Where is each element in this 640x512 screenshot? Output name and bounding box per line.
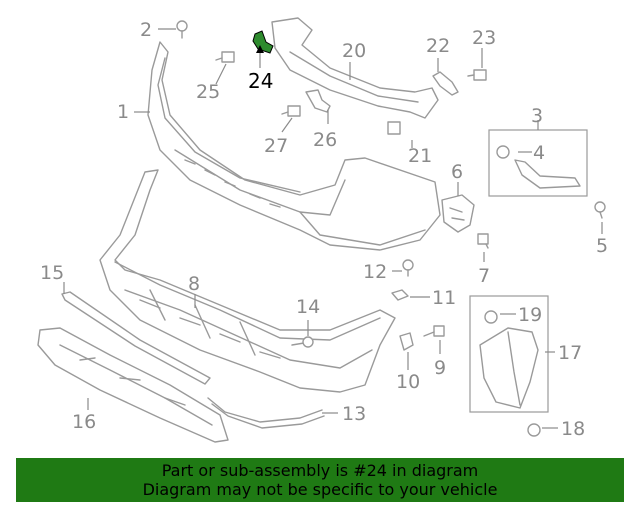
part-24-bracket-highlighted — [252, 30, 274, 54]
part-2-fastener — [176, 20, 188, 39]
callout-21: 21 — [408, 145, 432, 167]
callout-27: 27 — [264, 135, 288, 157]
part-11-clip — [391, 289, 409, 301]
part-23-bolt — [467, 69, 487, 81]
callout-1: 1 — [117, 101, 129, 123]
callout-20: 20 — [342, 40, 366, 62]
part-19-nut — [484, 310, 498, 324]
callout-24: 24 — [248, 69, 273, 93]
leader-lines — [63, 28, 603, 429]
callout-6: 6 — [451, 161, 463, 183]
part-14-push-pin — [291, 336, 314, 348]
callout-2: 2 — [140, 19, 152, 41]
callout-13: 13 — [342, 403, 366, 425]
part-7-bolt — [477, 233, 489, 249]
part-6-bracket — [441, 194, 475, 233]
fasteners — [176, 20, 606, 437]
callout-12: 12 — [363, 261, 387, 283]
callout-5: 5 — [596, 235, 608, 257]
part-10-clip — [399, 332, 414, 351]
callout-22: 22 — [426, 35, 450, 57]
callout-4: 4 — [533, 142, 545, 164]
callout-26: 26 — [313, 129, 337, 151]
banner-line-2: Diagram may not be specific to your vehi… — [142, 480, 498, 499]
part-9-bolt — [423, 325, 445, 337]
callout-23: 23 — [472, 27, 496, 49]
callout-labels: 1 2 3 4 5 6 7 8 9 10 11 12 13 14 15 16 1… — [40, 19, 608, 440]
callout-14: 14 — [296, 296, 320, 318]
callout-3: 3 — [531, 105, 543, 127]
part-12-fastener — [402, 259, 414, 277]
callout-25: 25 — [196, 81, 220, 103]
part-26-bracket — [305, 89, 331, 113]
callout-10: 10 — [396, 371, 420, 393]
banner-line-1: Part or sub-assembly is #24 in diagram — [161, 461, 479, 480]
callout-17: 17 — [558, 342, 582, 364]
part-16-skid-plate — [37, 327, 229, 443]
part-17-group-box — [469, 295, 549, 413]
callout-15: 15 — [40, 262, 64, 284]
part-22-bracket — [432, 71, 459, 96]
callout-16: 16 — [72, 411, 96, 433]
part-25-bolt — [215, 51, 235, 63]
part-8-lower-fascia — [99, 169, 396, 393]
part-21-nut — [387, 121, 401, 135]
part-27-bolt — [281, 105, 301, 117]
callout-9: 9 — [434, 357, 446, 379]
part-20-reinforcement — [271, 17, 439, 119]
part-5-screw — [594, 201, 606, 219]
part-1-bumper-cover — [147, 41, 441, 251]
callout-18: 18 — [561, 418, 585, 440]
part-18-fastener — [527, 423, 541, 437]
part-15-strip — [61, 291, 211, 385]
callout-11: 11 — [432, 287, 456, 309]
notice-banner: Part or sub-assembly is #24 in diagram D… — [16, 458, 624, 502]
callout-7: 7 — [478, 265, 490, 287]
part-13-lower-trim — [207, 397, 325, 429]
callout-19: 19 — [518, 304, 542, 326]
callout-8: 8 — [188, 273, 200, 295]
